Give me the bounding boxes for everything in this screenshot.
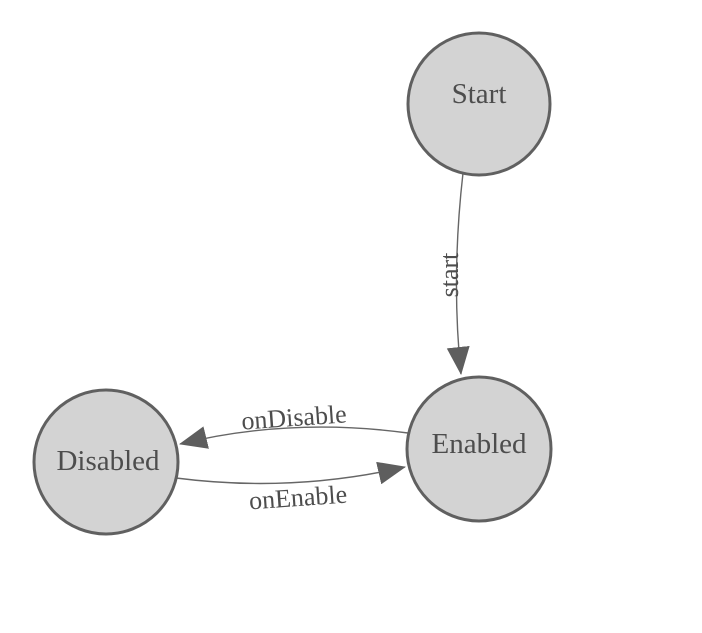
state-node-enabled-group: Enabled [405,375,553,523]
edge-label-start: start [435,252,464,298]
state-node-start[interactable] [406,31,552,177]
state-node-disabled-group: Disabled [32,388,180,536]
state-node-disabled[interactable] [32,388,180,536]
state-node-start-label: Start [452,78,507,110]
state-node-disabled-label: Disabled [56,445,160,477]
edge-label-ondisable: onDisable [240,399,347,435]
state-node-start-group: Start [406,31,552,177]
edge-label-onenable: onEnable [248,480,348,516]
edge-enabled-to-disabled[interactable] [179,426,409,449]
state-node-enabled-label: Enabled [431,428,527,460]
edge-disabled-to-enabled[interactable] [175,461,406,485]
state-node-enabled[interactable] [405,375,553,523]
transition-edge-enabled-to-disabled: onDisable [179,399,409,449]
transition-edge-start-to-enabled: start [435,172,470,375]
edge-start-to-enabled[interactable] [446,172,470,375]
transition-edge-disabled-to-enabled: onEnable [175,461,406,516]
